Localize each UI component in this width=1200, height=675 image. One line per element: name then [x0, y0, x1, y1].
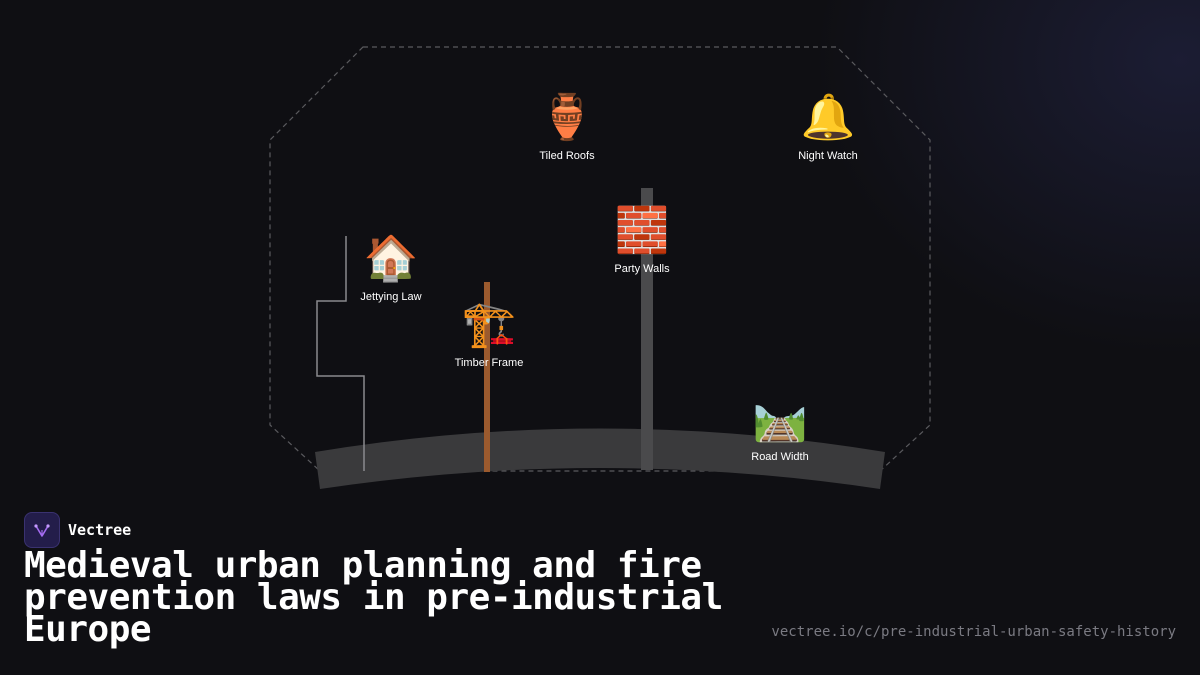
- house-icon: 🏠: [363, 233, 419, 284]
- node-label: Party Walls: [614, 263, 670, 275]
- node-jettying-law: 🏠 Jettying Law: [321, 233, 461, 303]
- timber-post: [484, 282, 490, 472]
- party-wall-pillar: [641, 188, 653, 470]
- node-label: Jettying Law: [360, 291, 422, 303]
- node-road-width: 🛤️ Road Width: [710, 393, 850, 463]
- node-party-walls: 🧱 Party Walls: [572, 205, 712, 275]
- source-url: vectree.io/c/pre-industrial-urban-safety…: [771, 624, 1176, 640]
- vectree-logo-icon: [24, 512, 60, 548]
- node-timber-frame: 🏗️ Timber Frame: [419, 299, 559, 369]
- bell-icon: 🔔: [800, 92, 856, 143]
- amphora-icon: 🏺: [539, 92, 595, 143]
- node-label: Tiled Roofs: [539, 150, 595, 162]
- jettying-outline: [316, 236, 365, 471]
- brand: Vectree: [24, 512, 131, 548]
- node-label: Road Width: [751, 451, 809, 463]
- railway-track-icon: 🛤️: [752, 393, 808, 444]
- node-night-watch: 🔔 Night Watch: [758, 92, 898, 162]
- bricks-icon: 🧱: [614, 205, 670, 256]
- node-label: Night Watch: [798, 150, 858, 162]
- page-title: Medieval urban planning and fire prevent…: [24, 545, 723, 650]
- ground-arc: [315, 428, 885, 489]
- node-tiled-roofs: 🏺 Tiled Roofs: [497, 92, 637, 162]
- construction-crane-icon: 🏗️: [461, 299, 517, 350]
- brand-name: Vectree: [68, 521, 132, 539]
- node-label: Timber Frame: [454, 357, 524, 369]
